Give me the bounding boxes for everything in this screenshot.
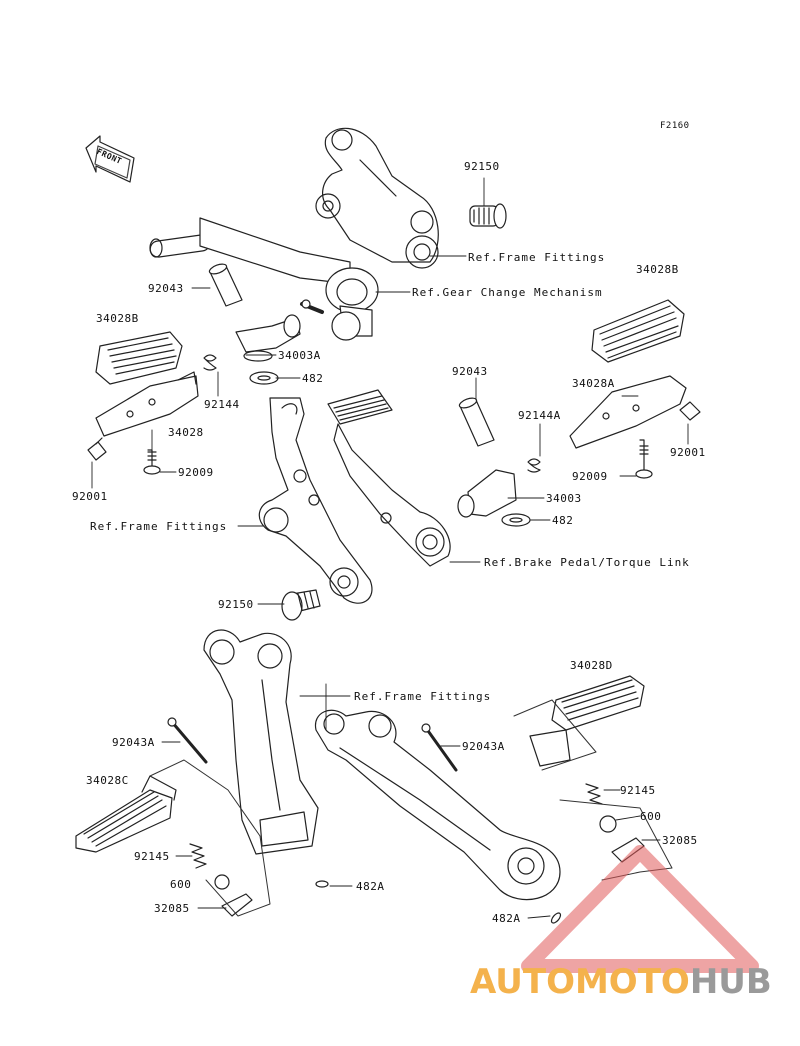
ref-gear-change-mechanism: Ref.Gear Change Mechanism bbox=[412, 286, 603, 299]
bolt-92009-left bbox=[143, 449, 161, 475]
ref-frame-fittings-mid: Ref.Frame Fittings bbox=[90, 520, 228, 533]
label-92043-right: 92043 bbox=[452, 365, 488, 378]
label-92009-left: 92009 bbox=[178, 466, 214, 479]
footpeg-base-34028-left bbox=[95, 371, 199, 437]
label-92150-top: 92150 bbox=[464, 160, 500, 173]
detent-32085-right bbox=[611, 837, 645, 863]
footpeg-34028c bbox=[75, 775, 177, 853]
label-34028a: 34028A bbox=[572, 377, 615, 390]
spring-92145-left bbox=[189, 843, 207, 869]
label-34028d: 34028D bbox=[570, 659, 613, 672]
label-600-right: 600 bbox=[640, 810, 662, 823]
label-34028-left: 34028 bbox=[168, 426, 204, 439]
watermark-part2: HUB bbox=[689, 962, 772, 1002]
label-482-top: 482 bbox=[302, 372, 324, 385]
bolt-gear-link bbox=[300, 299, 324, 314]
label-32085-right: 32085 bbox=[662, 834, 698, 847]
shift-bracket bbox=[315, 127, 439, 269]
label-92145-right: 92145 bbox=[620, 784, 656, 797]
label-482-right: 482 bbox=[552, 514, 574, 527]
clip-482a-right bbox=[550, 912, 562, 924]
peg-holder-34003a bbox=[235, 314, 301, 362]
label-34028b-left: 34028B bbox=[96, 312, 139, 325]
label-92144a: 92144A bbox=[518, 409, 561, 422]
watermark-triangle-icon bbox=[521, 845, 759, 973]
clip-482-right bbox=[501, 513, 531, 527]
ball-600-left bbox=[214, 874, 230, 890]
pin-92043-left bbox=[208, 263, 243, 307]
label-92001-left: 92001 bbox=[72, 490, 108, 503]
label-34028c: 34028C bbox=[86, 774, 129, 787]
bolt-92001-left bbox=[87, 437, 107, 461]
label-92043a-left: 92043A bbox=[112, 736, 155, 749]
pin-92043a-right bbox=[421, 723, 458, 772]
footpeg-base-34028a bbox=[569, 375, 687, 449]
label-34028b-right: 34028B bbox=[636, 263, 679, 276]
front-arrow-icon bbox=[85, 135, 135, 183]
label-92001-right: 92001 bbox=[670, 446, 706, 459]
detent-32085-left bbox=[221, 893, 253, 917]
figure-code: F2160 bbox=[660, 121, 690, 131]
pin-92043-right bbox=[458, 397, 495, 447]
label-34003: 34003 bbox=[546, 492, 582, 505]
footpeg-34028b-left bbox=[95, 331, 183, 385]
brake-pedal bbox=[327, 389, 451, 567]
spring-92144a bbox=[527, 458, 541, 473]
lower-right-bracket bbox=[314, 709, 561, 901]
label-600-left: 600 bbox=[170, 878, 192, 891]
label-92009-right: 92009 bbox=[572, 470, 608, 483]
ref-brake-pedal-torque-link: Ref.Brake Pedal/Torque Link bbox=[484, 556, 690, 569]
label-482a-right: 482A bbox=[492, 912, 521, 925]
ref-frame-fittings-top: Ref.Frame Fittings bbox=[468, 251, 606, 264]
label-32085-left: 32085 bbox=[154, 902, 190, 915]
label-34003a: 34003A bbox=[278, 349, 321, 362]
footpeg-34028d bbox=[529, 675, 645, 767]
clip-482-top bbox=[249, 371, 279, 385]
label-92145-left: 92145 bbox=[134, 850, 170, 863]
ball-600-right bbox=[599, 815, 617, 833]
ref-frame-fittings-bottom: Ref.Frame Fittings bbox=[354, 690, 492, 703]
watermark-logo: AUTOMOTOHUB bbox=[470, 962, 772, 1002]
pin-92043a-left bbox=[167, 717, 208, 764]
watermark-part1: AUTOMOTO bbox=[470, 962, 690, 1002]
bolt-92001-right bbox=[679, 401, 701, 421]
bolt-92150-mid bbox=[281, 589, 321, 621]
label-92144: 92144 bbox=[204, 398, 240, 411]
brake-side-bracket bbox=[258, 397, 373, 604]
peg-holder-34003 bbox=[457, 469, 517, 518]
footpeg-34028b-right bbox=[591, 299, 685, 363]
shift-lever bbox=[149, 217, 379, 341]
spring-92144 bbox=[203, 354, 217, 371]
lower-left-bracket bbox=[203, 629, 319, 855]
spring-92145-right bbox=[585, 783, 603, 805]
label-482a-left: 482A bbox=[356, 880, 385, 893]
label-92043-left: 92043 bbox=[148, 282, 184, 295]
clip-482a-left bbox=[315, 880, 329, 888]
bolt-92150-top bbox=[469, 203, 507, 229]
label-92043a-right: 92043A bbox=[462, 740, 505, 753]
label-92150-mid: 92150 bbox=[218, 598, 254, 611]
bolt-92009-right bbox=[635, 439, 653, 479]
